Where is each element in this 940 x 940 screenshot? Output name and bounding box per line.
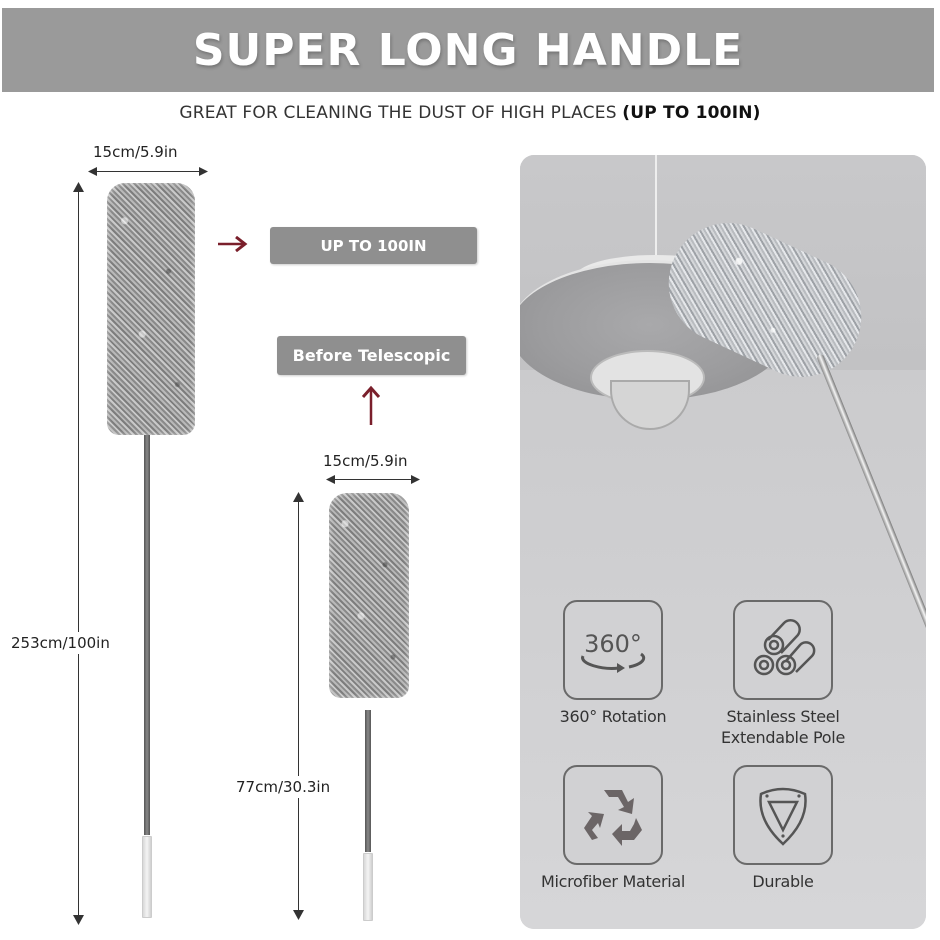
grip-collapsed [363,853,373,921]
duster-head-collapsed [329,493,409,698]
tag-up-to-100in: UP TO 100IN [270,227,477,264]
rotation-360-icon: 360° [581,630,646,673]
svg-text:360°: 360° [584,630,642,658]
width-arrowheads-icon [326,475,420,484]
feature-label: 360° Rotation [559,707,667,726]
feature-icon-box [733,600,833,700]
arrow-up-red-icon [362,385,380,425]
feature-icon-box [563,765,663,865]
feature-icon-box: 360° [563,600,663,700]
banner-title: SUPER LONG HANDLE [192,24,744,76]
collapsed-height-label: 77cm/30.3in [236,776,331,798]
arrow-up-icon [73,182,84,192]
extended-height-label: 253cm/100in [11,632,110,654]
grip-extended [142,836,152,918]
collapsed-height-arrow [298,496,299,916]
feature-label: Microfiber Material [540,872,686,891]
recycle-icon [584,790,642,846]
subtitle-text: GREAT FOR CLEANING THE DUST OF HIGH PLAC… [179,103,623,123]
subtitle: GREAT FOR CLEANING THE DUST OF HIGH PLAC… [0,103,940,123]
pole-collapsed [365,710,371,852]
steel-tubes-icon [753,619,816,676]
feature-label-line2: Extendable Pole [721,728,845,747]
pole-extended [144,435,150,835]
feature-label: Durable [752,872,814,891]
lamp-cord [655,155,657,270]
feature-360-rotation: 360° 360° Rotation [538,600,688,727]
shield-icon [759,787,807,846]
arrow-down-icon [73,915,84,925]
feature-stainless-steel: Stainless Steel Extendable Pole [708,600,858,748]
feature-durable: Durable [708,765,858,892]
tag-before-telescopic: Before Telescopic [277,336,466,375]
arrow-right-icon [218,236,248,252]
arrow-up-icon [293,492,304,502]
width-arrowheads-icon [88,167,208,176]
product-photo-panel: 360° 360° Rotation Stainless Steel E [520,155,926,929]
arrow-down-icon [293,910,304,920]
extended-height-arrow [78,186,79,920]
collapsed-width-arrow [330,479,415,480]
subtitle-emphasis: (UP TO 100IN) [622,103,761,123]
extended-width-arrow [92,171,202,172]
extended-width-label: 15cm/5.9in [93,143,178,161]
header-banner: SUPER LONG HANDLE [2,8,934,92]
feature-label: Stainless Steel Extendable Pole [708,706,858,748]
collapsed-width-label: 15cm/5.9in [323,452,408,470]
feature-icon-box [733,765,833,865]
duster-head-extended [107,183,195,435]
feature-microfiber: Microfiber Material [538,765,688,892]
feature-label-line1: Stainless Steel [726,707,840,726]
